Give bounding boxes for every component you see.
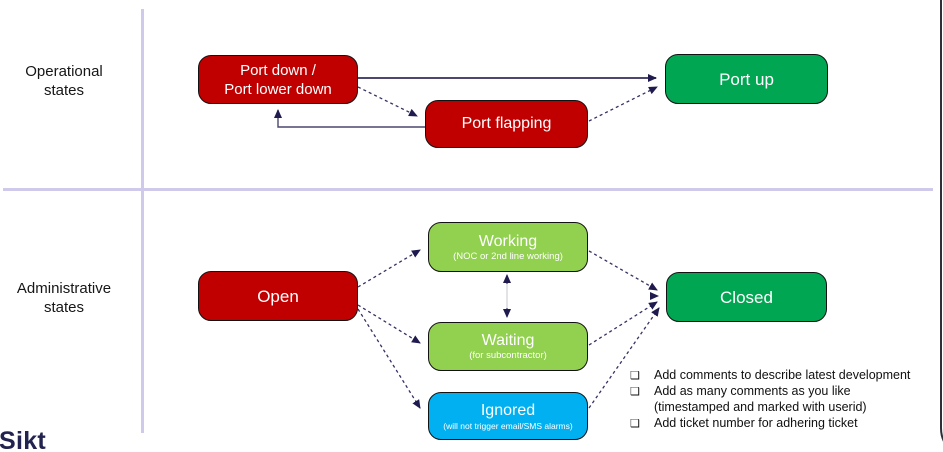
operational-states-line1: Operational [25,63,103,80]
state-node-working: Working (NOC or 2nd line working) [428,222,588,272]
checklist-item-text: Add comments to describe latest developm… [654,368,911,382]
checklist-item: ❑ Add ticket number for adhering ticket [630,415,942,431]
checklist-item: ❑ Add comments to describe latest develo… [630,367,942,383]
state-node-closed: Closed [666,272,827,322]
waiting-subtitle: (for subcontractor) [469,350,547,361]
arrow-portflapping-to-portup [588,86,658,122]
working-subtitle: (NOC or 2nd line working) [453,250,563,262]
administrative-states-line1: Administrative [16,280,112,297]
arrow-working-to-closed [588,250,658,291]
checklist-item: ❑ Add as many comments as you like [630,383,942,399]
operational-states-label: Operational states [8,62,120,100]
arrow-open-to-ignored [357,308,421,409]
sikt-logo: Sikt [0,427,47,452]
state-node-port-down: Port down / Port lower down [198,55,358,104]
closed-label: Closed [720,287,773,307]
ignored-subtitle: (will not trigger email/SMS alarms) [443,420,573,431]
administrative-states-line2: states [43,299,85,316]
administrative-states-label: Administrative states [8,279,120,317]
arrow-waiting-to-closed [588,301,658,346]
arrow-ignored-to-closed [588,307,660,409]
state-node-ignored: Ignored (will not trigger email/SMS alar… [428,392,588,440]
waiting-label: Waiting [481,332,535,349]
state-node-waiting: Waiting (for subcontractor) [428,322,588,371]
operational-states-line2: states [43,82,85,99]
working-label: Working [478,232,538,250]
arrow-portflapping-to-portdown [274,109,425,128]
checklist-item-text: Add as many comments as you like [654,384,851,398]
checkbox-bullet-icon: ❑ [630,418,640,430]
axis-divider-vertical [141,9,144,433]
port-down-label-line1: Port down / [240,61,316,79]
arrow-open-to-working [357,249,421,288]
port-flapping-label: Port flapping [461,115,552,132]
arrow-portdown-to-portflapping [357,86,418,117]
checklist-item-continuation: (timestamped and marked with userid) [654,400,867,414]
port-down-label-line2: Port lower down [224,80,332,98]
comment-checklist: ❑ Add comments to describe latest develo… [630,367,942,431]
checkbox-bullet-icon: ❑ [630,370,640,382]
open-label: Open [257,286,299,306]
state-node-port-flapping: Port flapping [425,100,588,148]
state-node-port-up: Port up [665,54,828,104]
checkbox-bullet-icon: ❑ [630,386,640,398]
arrow-open-to-waiting [357,304,421,344]
checklist-item-text: Add ticket number for adhering ticket [654,416,858,430]
ignored-label: Ignored [480,401,536,419]
axis-divider-horizontal [3,188,933,191]
state-node-open: Open [198,271,358,321]
port-up-label: Port up [719,69,774,89]
